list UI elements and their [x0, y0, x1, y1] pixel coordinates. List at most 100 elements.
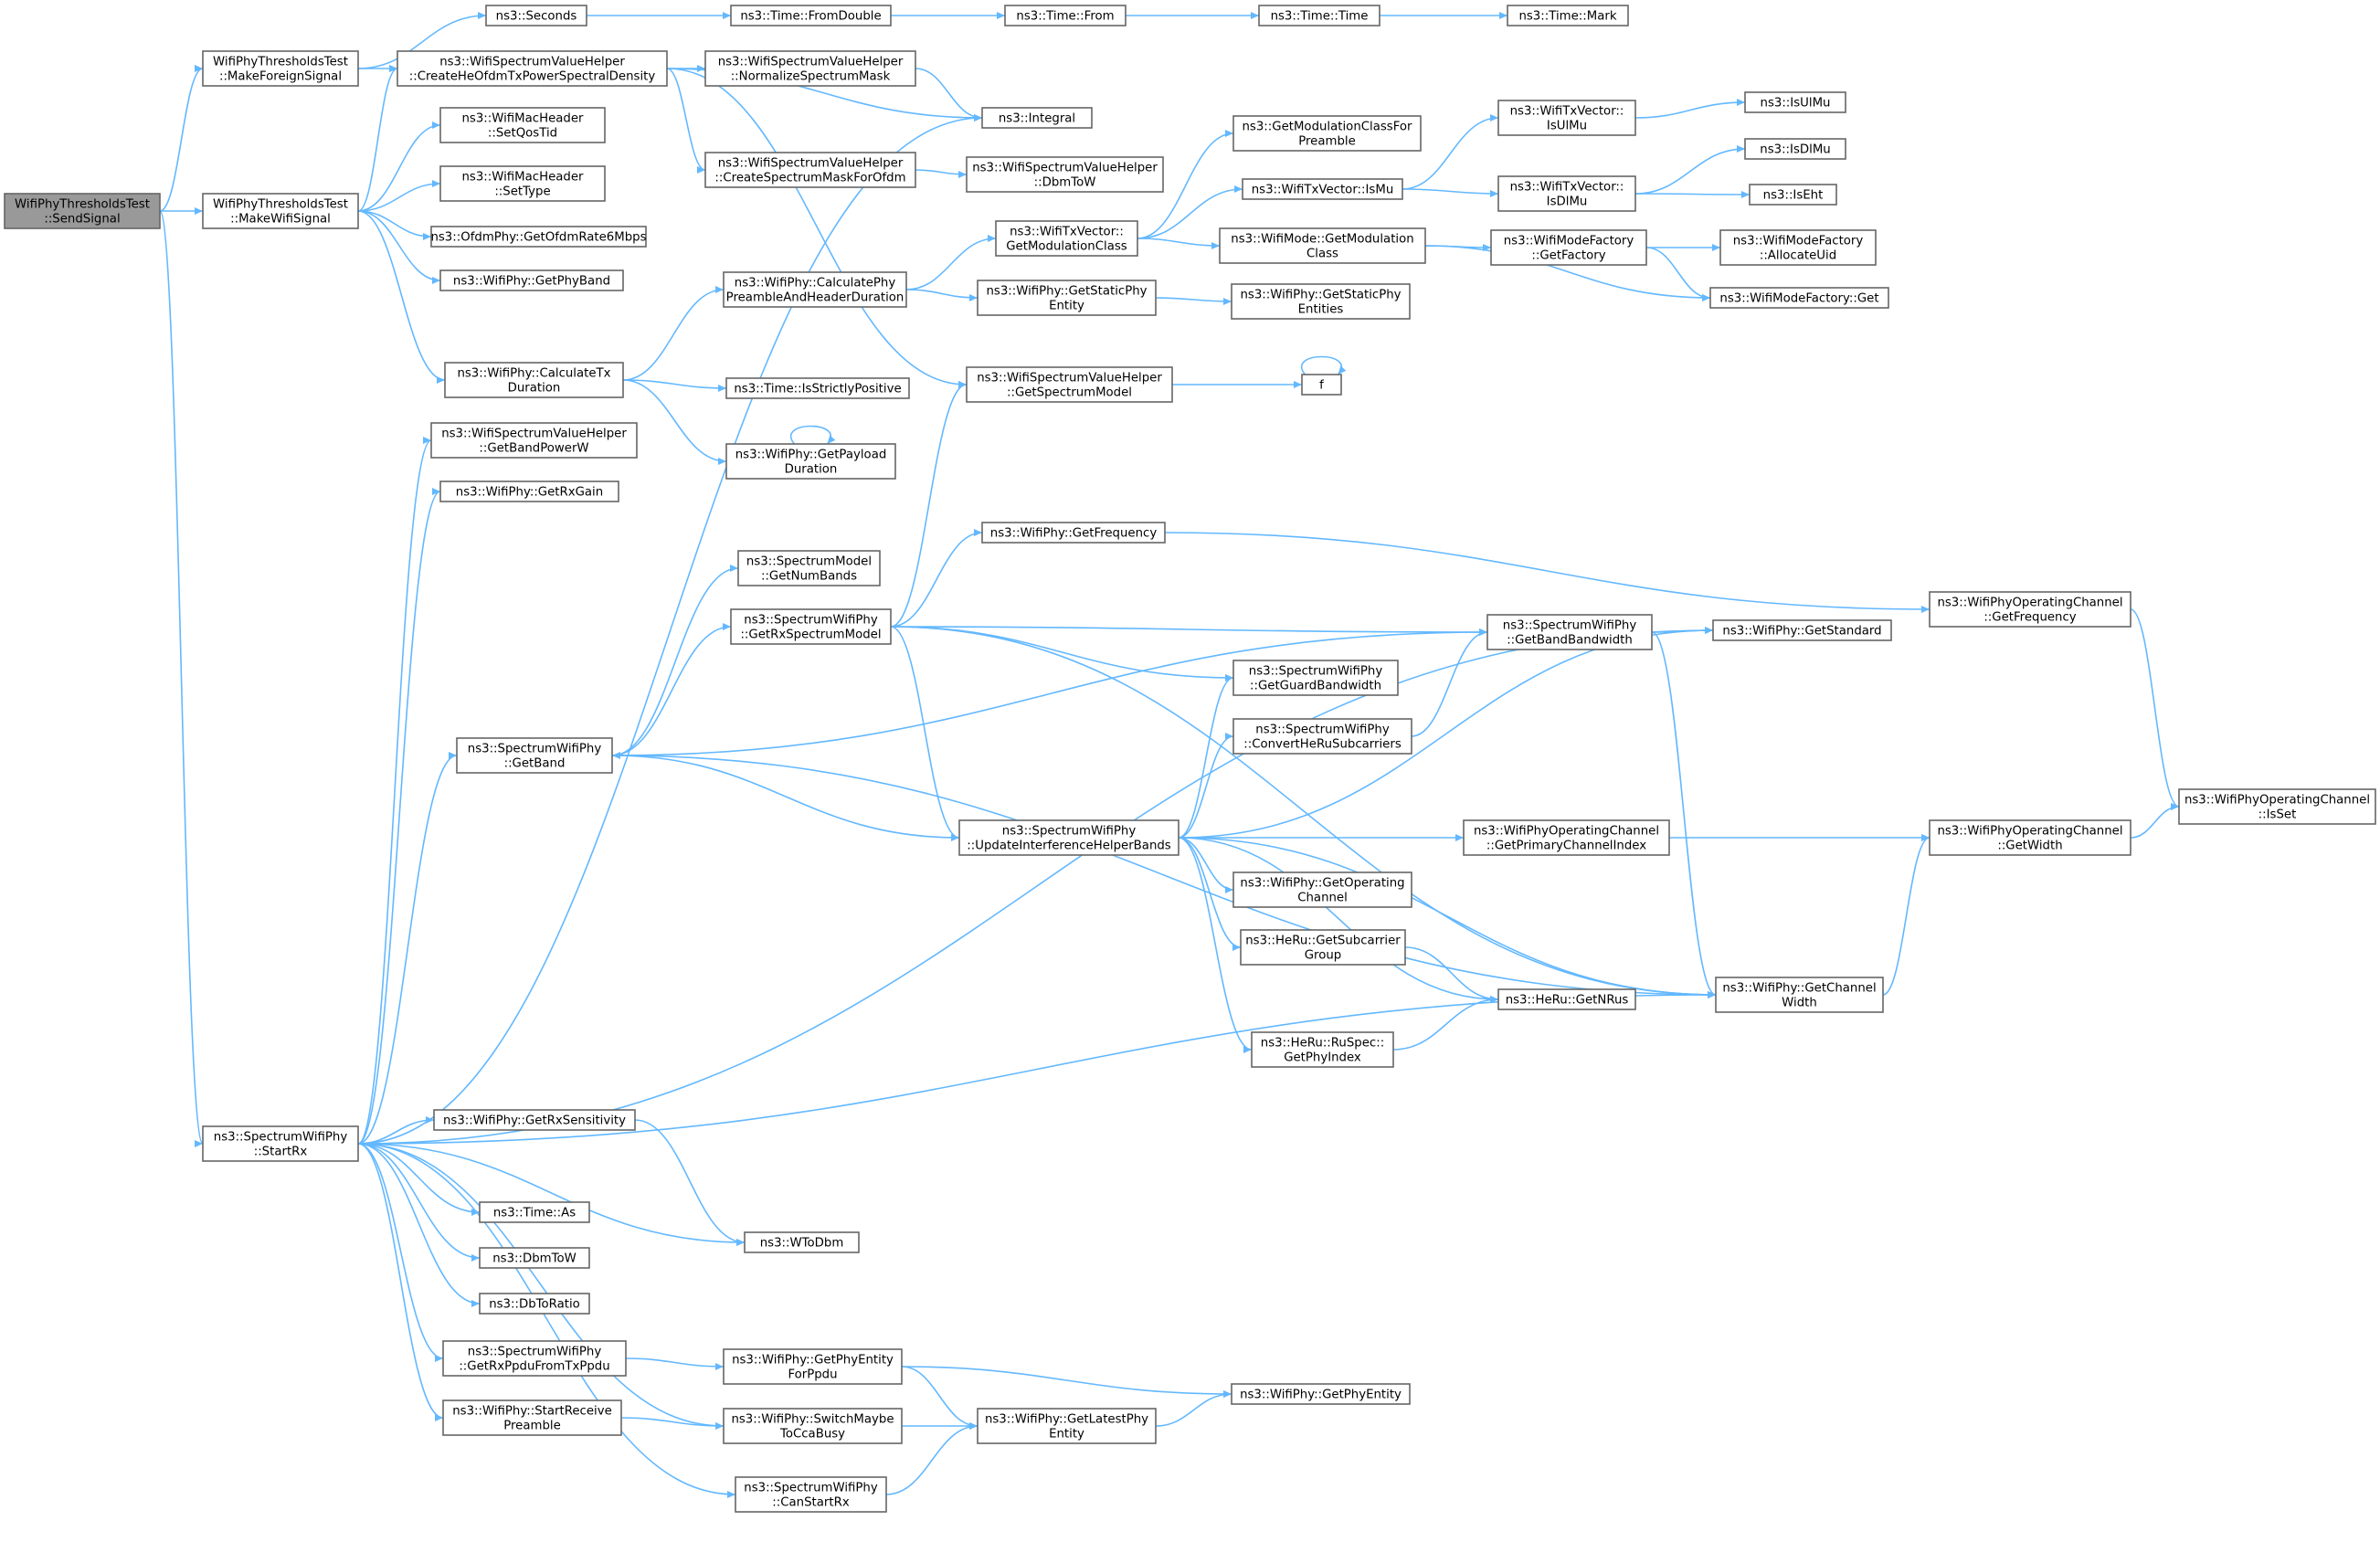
node-ns3-spectrumwifiphy-getrxspectrummodel[interactable]: ns3::SpectrumWifiPhy::GetRxSpectrumModel [730, 608, 892, 645]
node-ns3-spectrumwifiphy-convertherusubcarriers[interactable]: ns3::SpectrumWifiPhy::ConvertHeRuSubcarr… [1232, 718, 1412, 755]
edge-path [1424, 245, 1711, 301]
node-label-line: ns3::SpectrumWifiPhy [1503, 619, 1637, 633]
node-wifiphythresholdstest-sendsignal[interactable]: WifiPhyThresholdsTest::SendSignal [4, 193, 161, 229]
node-ns3-wifiphyoperatingchannel-getfrequency[interactable]: ns3::WifiPhyOperatingChannel::GetFrequen… [1929, 591, 2131, 628]
node-ns3-spectrumwifiphy-startrx[interactable]: ns3::SpectrumWifiPhy::StartRx [202, 1125, 359, 1162]
node-ns3-time-fromdouble[interactable]: ns3::Time::FromDouble [730, 5, 892, 26]
edge-path [1164, 532, 1930, 613]
node-ns3-dbmtow[interactable]: ns3::DbmToW [479, 1247, 590, 1269]
node-ns3-time-time[interactable]: ns3::Time::Time [1258, 5, 1380, 26]
edge-path [1634, 99, 1746, 119]
node-ns3-wifiphyoperatingchannel-isset[interactable]: ns3::WifiPhyOperatingChannel::IsSet [2178, 788, 2376, 825]
node-ns3-wifiphyoperatingchannel-getwidth[interactable]: ns3::WifiPhyOperatingChannel::GetWidth [1929, 819, 2131, 856]
node-ns3-heru-ruspec-getphyindex[interactable]: ns3::HeRu::RuSpec::GetPhyIndex [1251, 1031, 1394, 1068]
node-ns3-time-from[interactable]: ns3::Time::From [1004, 5, 1127, 26]
node-ns3-wifitxvector-isulmu[interactable]: ns3::WifiTxVector::IsUlMu [1497, 100, 1636, 136]
node-ns3-spectrumwifiphy-updateinterferencehelperbands[interactable]: ns3::SpectrumWifiPhy::UpdateInterference… [958, 819, 1179, 856]
node-box [1219, 227, 1426, 264]
node-ns3-wtodbm[interactable]: ns3::WToDbm [744, 1231, 860, 1253]
node-ns3-wifispectrumvaluehelper-dbmtow[interactable]: ns3::WifiSpectrumValueHelper::DbmToW [966, 156, 1164, 193]
node-box [479, 1293, 590, 1315]
node-box [433, 1109, 636, 1131]
node-ns3-wifiphy-getstandard[interactable]: ns3::WifiPhy::GetStandard [1712, 619, 1892, 641]
node-label-line: ns3::IsDlMu [1760, 143, 1830, 157]
node-ns3-seconds[interactable]: ns3::Seconds [485, 5, 587, 26]
node-ns3-wifiphy-getphyentity[interactable]: ns3::WifiPhy::GetPhyEntity [1231, 1383, 1411, 1405]
node-box [1251, 1031, 1394, 1068]
node-ns3-dbtoratio[interactable]: ns3::DbToRatio [479, 1293, 590, 1315]
edge-path [890, 626, 1488, 636]
node-ns3-spectrummodel-getnumbands[interactable]: ns3::SpectrumModel::GetNumBands [737, 550, 881, 586]
node-ns3-wifitxvector-isdlmu[interactable]: ns3::WifiTxVector::IsDlMu [1497, 175, 1636, 212]
node-ns3-wifimode-getmodulationclass[interactable]: ns3::WifiMode::GetModulationClass [1219, 227, 1426, 264]
edge-n4-n67 [357, 991, 1717, 1145]
node-label-line: ns3::OfdmPhy::GetOfdmRate6Mbps [430, 231, 646, 245]
edge-path [1178, 837, 1234, 893]
node-ns3-wifimodefactory-allocateuid[interactable]: ns3::WifiModeFactory::AllocateUid [1719, 229, 1877, 266]
node-label-line: ns3::WifiPhyOperatingChannel [1937, 825, 2122, 839]
node-ns3-wifimacheader-settype[interactable]: ns3::WifiMacHeader::SetType [439, 165, 606, 202]
node-ns3-wifiphy-getphyband[interactable]: ns3::WifiPhy::GetPhyBand [439, 269, 624, 291]
edge-path [357, 1143, 481, 1216]
node-box [439, 269, 624, 291]
node-ns3-wifiphy-getfrequency[interactable]: ns3::WifiPhy::GetFrequency [981, 522, 1166, 544]
node-ns3-ofdmphy-getofdmrate6mbps[interactable]: ns3::OfdmPhy::GetOfdmRate6Mbps [430, 226, 647, 248]
node-ns3-wifispectrumvaluehelper-createspectrummaskforofdm[interactable]: ns3::WifiSpectrumValueHelper::CreateSpec… [704, 152, 916, 188]
node-ns3-wifimodefactory-get[interactable]: ns3::WifiModeFactory::Get [1709, 287, 1889, 309]
node-ns3-wifiphy-calculatephypreambleandheaderduration[interactable]: ns3::WifiPhy::CalculatePhyPreambleAndHea… [723, 271, 907, 308]
node-ns3-spectrumwifiphy-getbandbandwidth[interactable]: ns3::SpectrumWifiPhy::GetBandBandwidth [1486, 614, 1653, 650]
node-ns3-time-isstrictlypositive[interactable]: ns3::Time::IsStrictlyPositive [725, 377, 910, 399]
node-ns3-wifiphyoperatingchannel-getprimarychannelindex[interactable]: ns3::WifiPhyOperatingChannel::GetPrimary… [1463, 819, 1670, 856]
node-ns3-wifiphy-getrxsensitivity[interactable]: ns3::WifiPhy::GetRxSensitivity [433, 1109, 636, 1131]
node-label-line: ToCcaBusy [779, 1428, 845, 1442]
edge-path [1645, 247, 1711, 301]
node-ns3-integral[interactable]: ns3::Integral [981, 107, 1093, 129]
node-ns3-time-as[interactable]: ns3::Time::As [479, 1201, 590, 1223]
node-ns3-spectrumwifiphy-canstartrx[interactable]: ns3::SpectrumWifiPhy::CanStartRx [735, 1476, 887, 1513]
node-box [981, 522, 1166, 544]
edge-path [611, 565, 739, 756]
node-ns3-wifitxvector-getmodulationclass[interactable]: ns3::WifiTxVector::GetModulationClass [995, 220, 1138, 257]
node-ns3-wifitxvector-ismu[interactable]: ns3::WifiTxVector::IsMu [1242, 178, 1403, 200]
node-ns3-wifimodefactory-getfactory[interactable]: ns3::WifiModeFactory::GetFactory [1490, 229, 1647, 266]
node-ns3-time-mark[interactable]: ns3::Time::Mark [1507, 5, 1629, 26]
node-ns3-isdlmu[interactable]: ns3::IsDlMu [1744, 138, 1846, 160]
node-box [1507, 5, 1629, 26]
node-ns3-heru-getnrus[interactable]: ns3::HeRu::GetNRus [1497, 988, 1636, 1010]
node-ns3-wifispectrumvaluehelper-createheofdmtxpowerspectraldensity[interactable]: ns3::WifiSpectrumValueHelper::CreateHeOf… [397, 50, 668, 87]
node-box [4, 193, 161, 229]
node-ns3-iseht[interactable]: ns3::IsEht [1749, 184, 1837, 206]
node-box [439, 165, 606, 202]
edge-n46-n56 [1402, 188, 1499, 197]
node-wifiphythresholdstest-makeforeignsignal[interactable]: WifiPhyThresholdsTest::MakeForeignSignal [202, 50, 359, 87]
edge-path [905, 235, 997, 290]
edge-path [915, 169, 968, 178]
node-label-line: ::GetRxSpectrumModel [740, 628, 881, 642]
node-ns3-isulmu[interactable]: ns3::IsUlMu [1744, 91, 1846, 113]
node-ns3-wifispectrumvaluehelper-getbandpowerw[interactable]: ns3::WifiSpectrumValueHelper::GetBandPow… [430, 422, 638, 459]
node-ns3-spectrumwifiphy-getband[interactable]: ns3::SpectrumWifiPhy::GetBand [456, 737, 613, 774]
node-f[interactable]: f [1301, 374, 1342, 396]
node-ns3-spectrumwifiphy-getrxppdufromtxppdu[interactable]: ns3::SpectrumWifiPhy::GetRxPpduFromTxPpd… [442, 1340, 627, 1377]
node-ns3-wifiphy-getrxgain[interactable]: ns3::WifiPhy::GetRxGain [439, 481, 619, 502]
node-ns3-wifispectrumvaluehelper-normalizespectrummask[interactable]: ns3::WifiSpectrumValueHelper::NormalizeS… [704, 50, 916, 87]
node-ns3-wifimacheader-setqostid[interactable]: ns3::WifiMacHeader::SetQosTid [439, 107, 606, 143]
node-ns3-spectrumwifiphy-getguardbandwidth[interactable]: ns3::SpectrumWifiPhy::GetGuardBandwidth [1232, 660, 1399, 696]
node-ns3-wifispectrumvaluehelper-getspectrummodel[interactable]: ns3::WifiSpectrumValueHelper::GetSpectru… [966, 366, 1173, 403]
edge-n11-n30 [622, 286, 725, 381]
node-label-line: ns3::WifiPhy::GetFrequency [990, 527, 1158, 541]
node-wifiphythresholdstest-makewifisignal[interactable]: WifiPhyThresholdsTest::MakeWifiSignal [202, 193, 359, 229]
node-label-line: ::DbmToW [1034, 176, 1096, 190]
